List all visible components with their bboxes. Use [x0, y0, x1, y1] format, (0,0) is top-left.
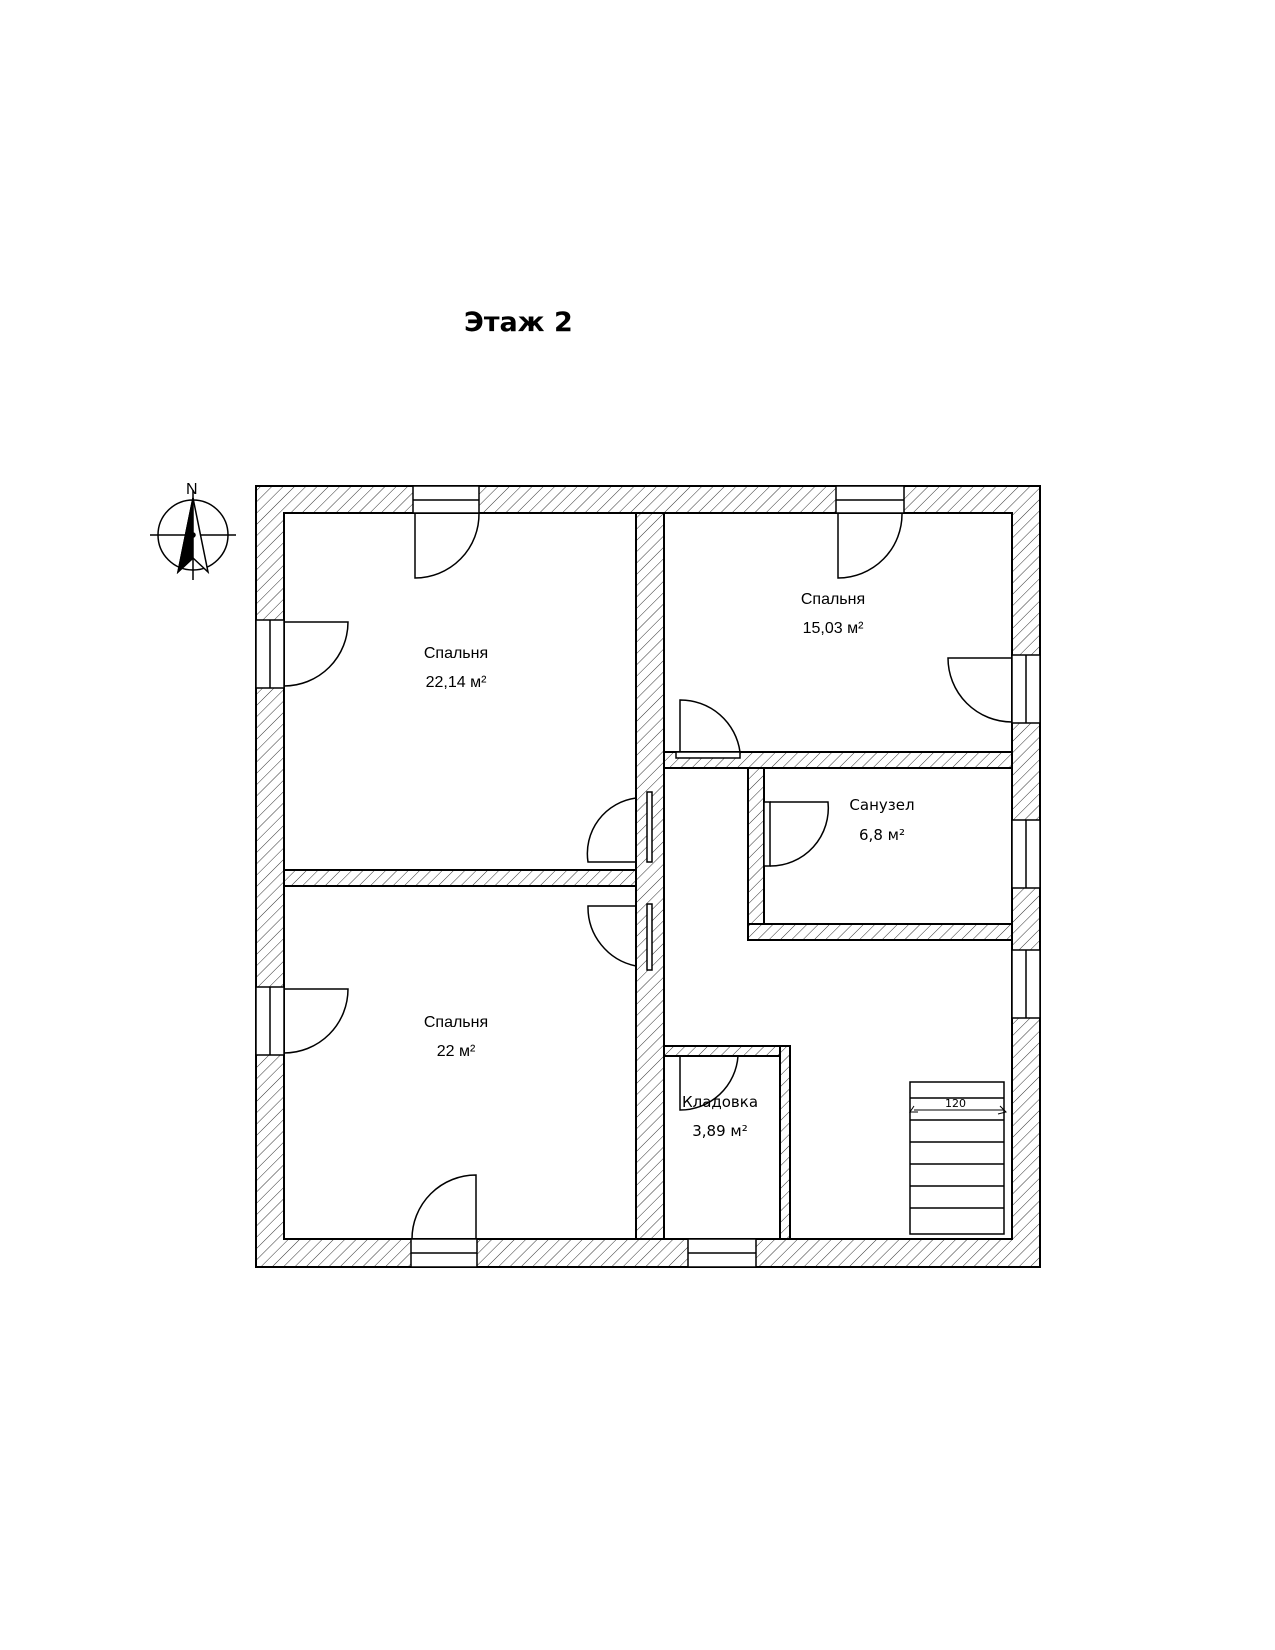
swing-south-1: [411, 1174, 477, 1240]
room-area: 6,8 м²: [859, 826, 905, 844]
compass-icon: [150, 490, 236, 580]
room-area: 3,89 м²: [692, 1122, 748, 1140]
door-sw-bedroom: [587, 905, 637, 967]
room-name: Спальня: [424, 645, 488, 662]
swing-east-1: [947, 657, 1013, 723]
door-nw-bedroom: [586, 797, 637, 863]
stair-width-label: 120: [945, 1097, 966, 1110]
interior-walls: [283, 512, 1013, 1240]
room-name: Спальня: [424, 1014, 488, 1031]
room-name: Санузел: [849, 796, 914, 814]
windows: [255, 485, 1041, 1268]
swing-west-1: [283, 621, 349, 687]
door-swings: [283, 512, 1013, 1240]
room-area: 22 м²: [437, 1043, 476, 1060]
door-storage: [679, 1055, 739, 1111]
swing-north-1: [414, 512, 480, 579]
room-labels: Спальня 22,14 м² Спальня 15,03 м² Санузе…: [424, 591, 915, 1140]
room-area: 15,03 м²: [803, 620, 864, 637]
swing-west-2: [283, 988, 349, 1054]
door-bathroom: [769, 801, 830, 867]
floor-title: Этаж 2: [464, 307, 573, 338]
compass-north-label: N: [186, 481, 198, 498]
room-name: Спальня: [801, 591, 865, 608]
staircase: [909, 1081, 1007, 1235]
room-area: 22,14 м²: [426, 674, 487, 691]
door-ne-bedroom: [679, 699, 741, 753]
swing-north-2: [837, 512, 903, 579]
room-name: Кладовка: [682, 1093, 758, 1111]
